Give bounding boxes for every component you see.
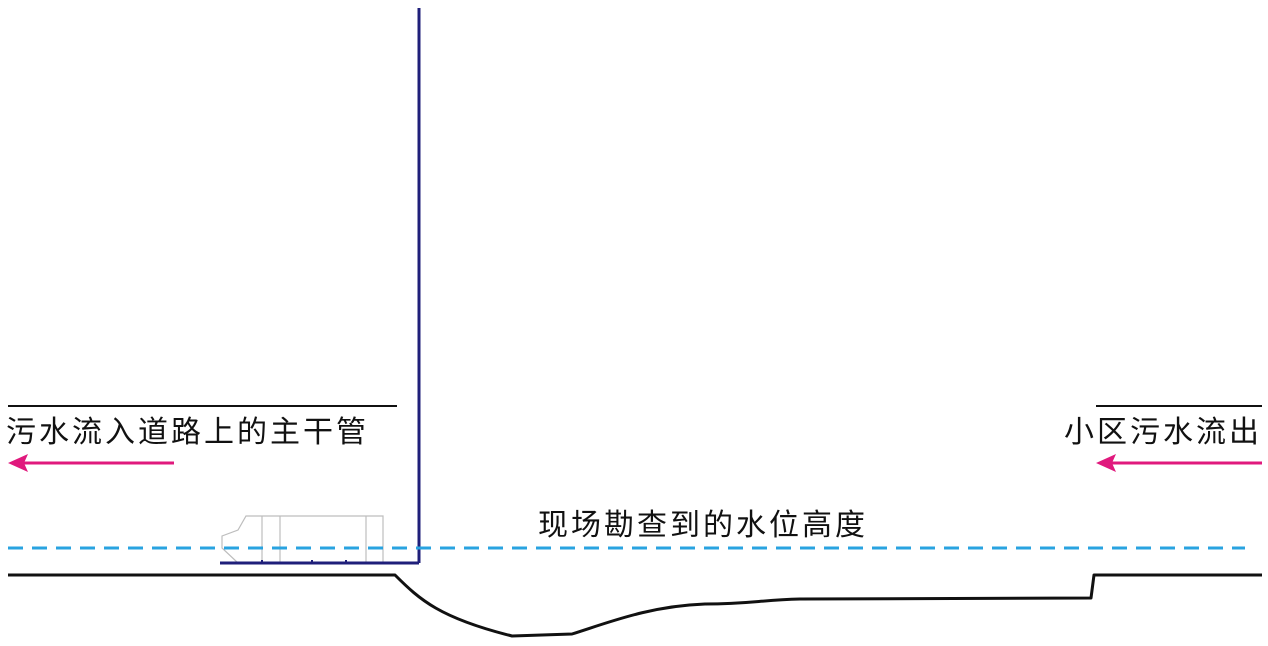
pipe-robot-icon (221, 515, 384, 564)
arrow-left-icon (1096, 454, 1262, 472)
device-base-ticks (261, 560, 347, 563)
arrow-left-icon (8, 454, 174, 472)
ground-profile (8, 573, 1262, 638)
left-outlet-label: 污水流入道路上的主干管 (6, 415, 369, 450)
water-level-label: 现场勘查到的水位高度 (538, 508, 868, 543)
right-inlet-label: 小区污水流出 (1064, 415, 1262, 450)
